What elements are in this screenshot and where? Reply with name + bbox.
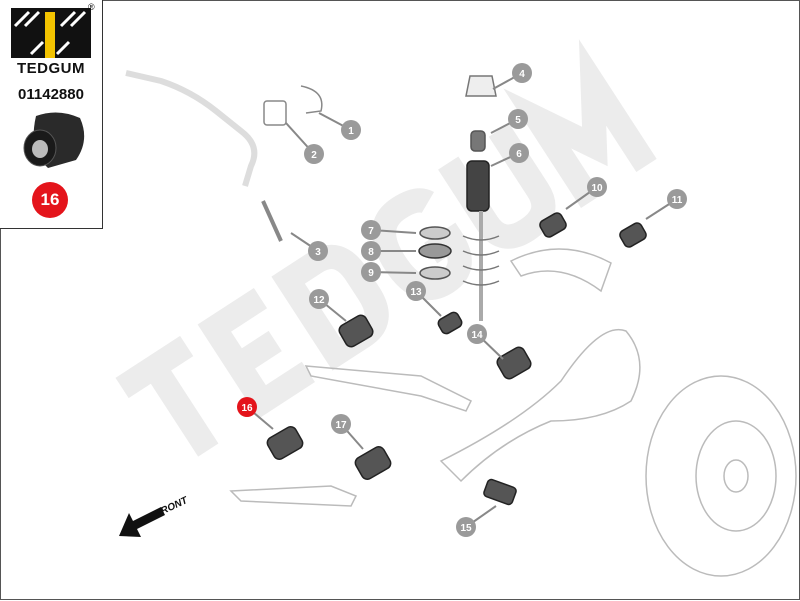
- callout-circle: [341, 120, 361, 140]
- callout-5: 5: [490, 109, 528, 134]
- brand-name: TEDGUM: [17, 60, 85, 77]
- callout-circle: [512, 63, 532, 83]
- callout-circle: [331, 414, 351, 434]
- callout-3: 3: [290, 232, 328, 261]
- callout-circle: [667, 189, 687, 209]
- callout-1: 1: [318, 112, 361, 140]
- callout-9: 9: [361, 262, 417, 282]
- callout-number: 7: [368, 226, 374, 237]
- callout-number: 1: [348, 126, 354, 137]
- callout-2: 2: [285, 122, 324, 164]
- part-number: 01142880: [18, 86, 84, 103]
- callout-15: 15: [456, 505, 497, 537]
- callout-circle: [361, 241, 381, 261]
- callout-8: 8: [361, 241, 416, 261]
- watermark: [115, 39, 657, 457]
- callout-10: 10: [565, 177, 607, 210]
- callout-7: 7: [361, 220, 417, 240]
- callout-14: 14: [467, 324, 504, 360]
- callout-circle: [308, 241, 328, 261]
- callout-4: 4: [492, 63, 532, 90]
- callout-number: 12: [313, 295, 325, 306]
- callout-circle: [309, 289, 329, 309]
- callout-circle: [361, 262, 381, 282]
- callout-number: 5: [515, 115, 521, 126]
- callout-circle: [304, 144, 324, 164]
- callout-number: 10: [591, 183, 603, 194]
- callout-12: 12: [309, 289, 347, 322]
- callout-number: 15: [460, 523, 472, 534]
- callout-number: 14: [471, 330, 483, 341]
- front-label: FRONT: [154, 495, 191, 520]
- callout-13: 13: [406, 281, 442, 317]
- callout-11: 11: [645, 189, 687, 220]
- front-arrow: FRONT: [119, 495, 190, 537]
- parts-drawing: [125, 70, 797, 577]
- callout-number: 17: [335, 420, 347, 431]
- registered-mark: ®: [88, 2, 95, 12]
- callout-circle: [509, 143, 529, 163]
- callout-17: 17: [331, 414, 364, 450]
- callout-16: 16: [237, 397, 274, 430]
- callout-circle: [406, 281, 426, 301]
- callout-circle: [467, 324, 487, 344]
- callout-number: 11: [672, 195, 683, 206]
- callout-number: 2: [311, 150, 317, 161]
- callout-circle: [361, 220, 381, 240]
- callout-6: 6: [490, 143, 529, 167]
- bushing-photo: [23, 112, 85, 168]
- callout-circle: [508, 109, 528, 129]
- callout-number: 9: [368, 268, 374, 279]
- callout-number: 8: [368, 247, 374, 258]
- callout-number: 3: [315, 247, 321, 258]
- callout-number: 16: [241, 403, 253, 414]
- callout-circle: [456, 517, 476, 537]
- product-panel: ® TEDGUM 01142880 16: [0, 0, 103, 229]
- callout-circle: [237, 397, 257, 417]
- callout-circle: [587, 177, 607, 197]
- callout-number: 6: [516, 149, 522, 160]
- position-badge: 16: [32, 182, 68, 218]
- tedgum-logo: [11, 8, 91, 58]
- callout-number: 13: [410, 287, 422, 298]
- callout-number: 4: [519, 69, 525, 80]
